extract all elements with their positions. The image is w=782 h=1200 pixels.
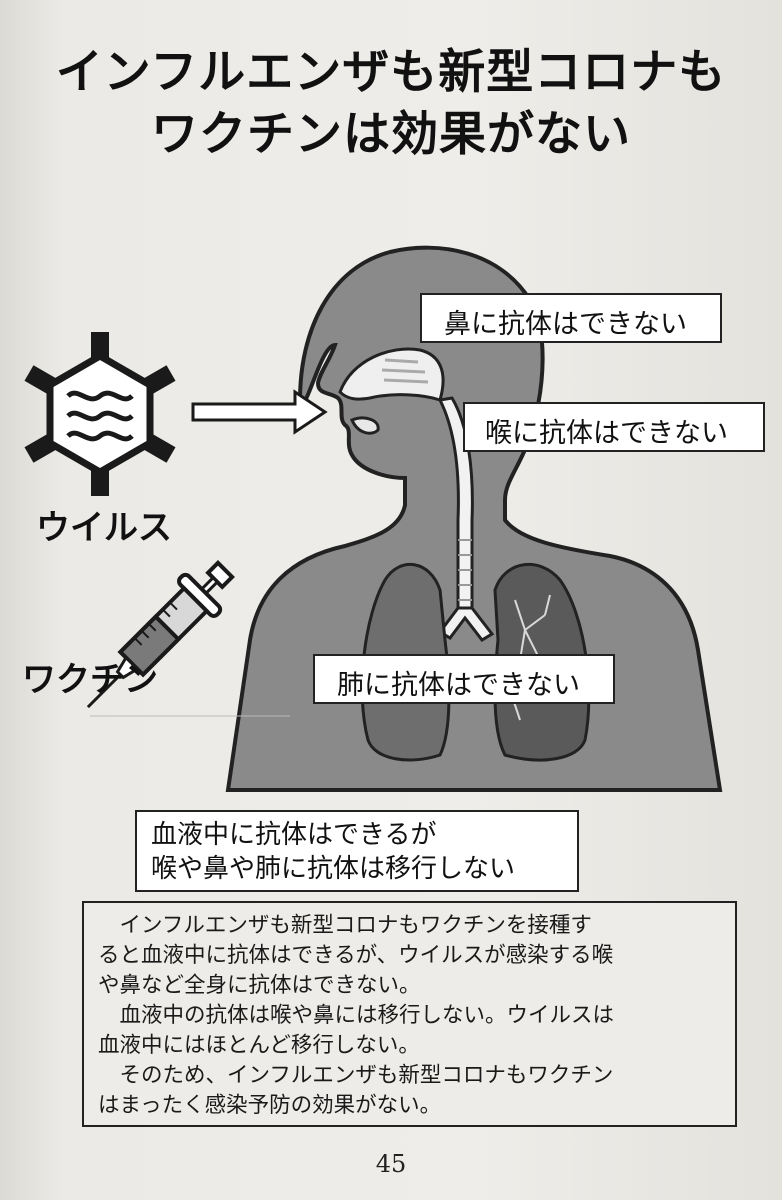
callout-blood: 血液中に抗体はできるが 喉や鼻や肺に抗体は移行しない xyxy=(135,810,579,892)
body-line: そのため、インフルエンザも新型コロナもワクチン xyxy=(98,1063,614,1088)
callout-blood-line-2: 喉や鼻や肺に抗体は移行しない xyxy=(151,854,516,884)
syringe-icon xyxy=(86,560,235,709)
arrow-icon xyxy=(191,389,328,435)
body-line: はまったく感染予防の効果がない。 xyxy=(98,1093,442,1118)
body-line: ると血液中に抗体はできるが、ウイルスが感染する喉 xyxy=(98,943,614,968)
callout-throat: 喉に抗体はできない xyxy=(463,402,765,452)
body-line: 血液中にはほとんど移行しない。 xyxy=(98,1033,420,1058)
vaccine-label: ワクチン xyxy=(22,660,158,700)
body-line: インフルエンザも新型コロナもワクチンを接種す xyxy=(98,913,592,938)
callout-blood-line-1: 血液中に抗体はできるが xyxy=(151,820,437,850)
page-number: 45 xyxy=(375,1150,407,1178)
virus-icon xyxy=(24,332,176,496)
explanation-box: インフルエンザも新型コロナもワクチンを接種す ると血液中に抗体はできるが、ウイル… xyxy=(82,901,737,1127)
callout-lung: 肺に抗体はできない xyxy=(313,654,615,704)
body-line: や鼻など全身に抗体はできない。 xyxy=(98,973,421,998)
callout-nose: 鼻に抗体はできない xyxy=(420,293,722,343)
mouth xyxy=(350,416,380,435)
title-line-2: ワクチンは効果がない xyxy=(151,107,631,162)
virus-label: ウイルス xyxy=(36,508,172,548)
body-line: 血液中の抗体は喉や鼻には移行しない。ウイルスは xyxy=(98,1003,615,1028)
title-line-1: インフルエンザも新型コロナも xyxy=(55,45,727,100)
